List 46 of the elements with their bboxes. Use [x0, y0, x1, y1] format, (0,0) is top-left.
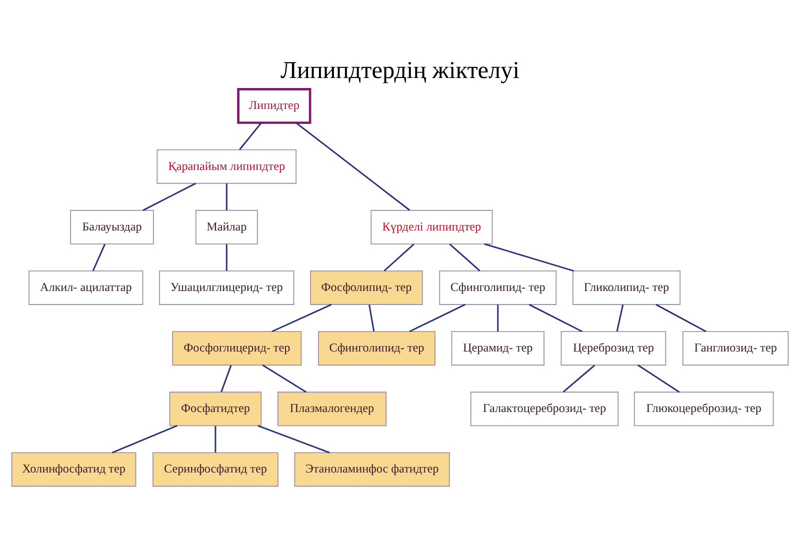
- connector: [638, 364, 680, 393]
- node-box: Галактоцереброзид- тер: [470, 392, 619, 426]
- connector: [616, 304, 624, 332]
- connector: [384, 244, 414, 272]
- connector: [296, 122, 410, 211]
- node-box: Алкил- ацилаттар: [28, 270, 144, 305]
- node-box: Қарапайым липипдтер: [156, 149, 297, 184]
- connector: [272, 304, 332, 332]
- connector: [258, 425, 330, 454]
- connector: [449, 244, 480, 272]
- node-box: Серинфосфатид тер: [152, 452, 278, 487]
- node-box: Сфинголипид- тер: [318, 331, 436, 366]
- node-box: Глюкоцереброзид- тер: [634, 392, 774, 426]
- node-box: Холинфосфатид тер: [11, 452, 136, 487]
- node-box: Ушацилглицерид- тер: [159, 270, 294, 305]
- node-box: Фосфолипид- тер: [310, 270, 423, 305]
- connector: [497, 304, 499, 332]
- connector: [656, 304, 706, 332]
- node-box: Церамид- тер: [451, 331, 544, 366]
- connector: [528, 304, 582, 332]
- connector: [226, 244, 228, 271]
- node-box: Фосфоглицерид- тер: [172, 331, 302, 366]
- node-box: Плазмалогендер: [277, 392, 386, 426]
- connector: [92, 244, 106, 272]
- connector: [409, 304, 466, 332]
- connector: [484, 243, 574, 272]
- connector: [142, 182, 196, 211]
- node-box: Сфинголипид- тер: [439, 270, 557, 305]
- connector: [239, 122, 262, 150]
- node-box: Ганглиозид- тер: [682, 331, 789, 366]
- node-box: Липидтер: [237, 88, 312, 124]
- node-box: Гликолипид- тер: [572, 270, 681, 305]
- diagram-title: Липипдтердің жіктелуі: [280, 56, 520, 84]
- node-box: Цереброзид тер: [560, 331, 666, 366]
- connector: [368, 304, 375, 332]
- node-box: Күрделі липипдтер: [370, 210, 493, 244]
- node-box: Балауыздар: [70, 210, 154, 244]
- node-box: Этаноламинфос фатидтер: [294, 452, 450, 487]
- connector: [562, 364, 596, 393]
- connector: [112, 425, 178, 454]
- connector: [262, 364, 307, 393]
- connector: [214, 426, 216, 453]
- node-box: Майлар: [195, 210, 258, 244]
- node-box: Фосфатидтер: [169, 392, 262, 426]
- connector: [220, 365, 232, 392]
- connector: [226, 184, 228, 210]
